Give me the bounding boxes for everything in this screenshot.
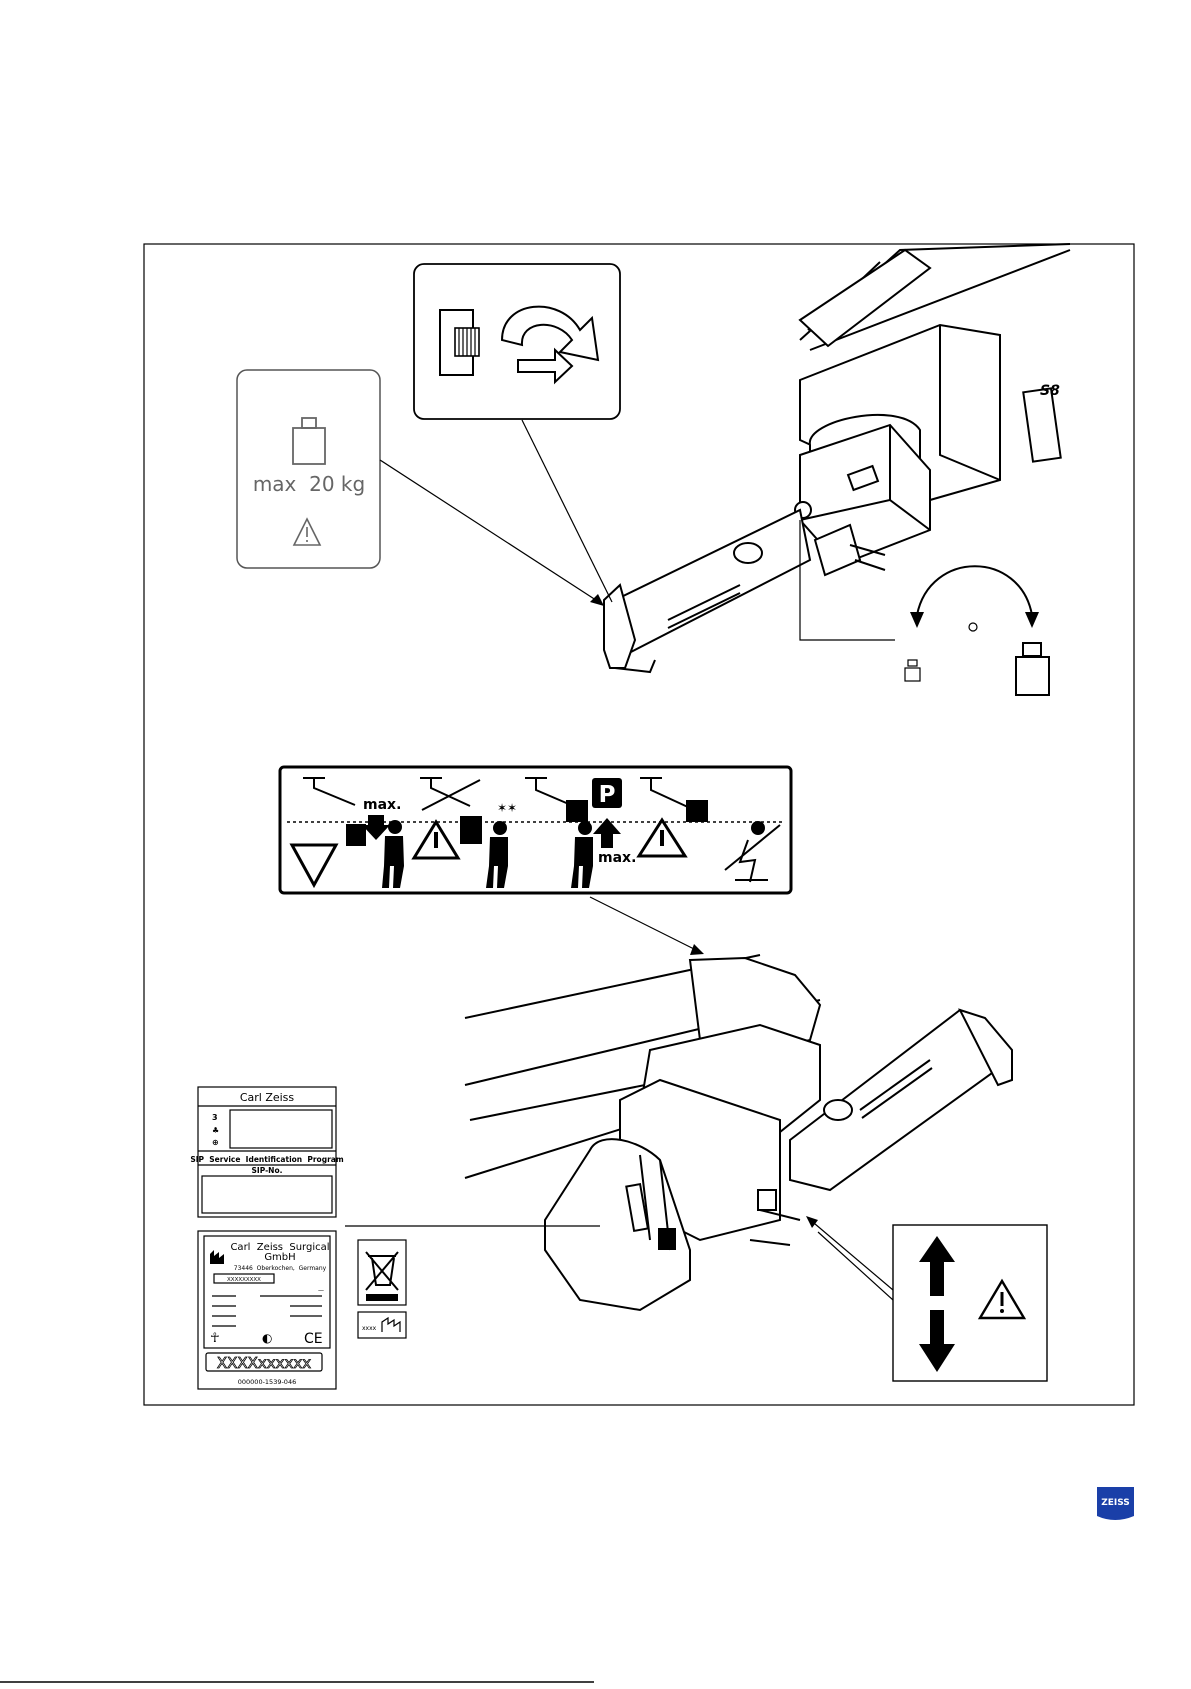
lift-warning-card xyxy=(893,1225,1047,1381)
svg-text:⊕: ⊕ xyxy=(212,1138,219,1147)
date-symbol-code: xxxx xyxy=(362,1325,377,1332)
knob-rotate-card xyxy=(414,264,620,419)
display-model-label: S8 xyxy=(1040,383,1060,399)
sip-number-label: SIP-No. xyxy=(252,1166,283,1175)
manufacture-date-icon: xxxx xyxy=(358,1312,406,1338)
rating-serial-box: XXXXxxxxxx xyxy=(217,1354,311,1372)
zeiss-logo-text: ZEISS xyxy=(1101,1498,1130,1508)
knob-icon xyxy=(440,310,479,375)
sip-title: SIP Service Identification Program xyxy=(190,1155,343,1164)
svg-text:♣: ♣ xyxy=(212,1126,219,1135)
rating-part-placeholder: XXXXXXXXX xyxy=(227,1277,261,1283)
weight-label-text: max 20 kg xyxy=(253,472,365,496)
svg-text:3: 3 xyxy=(212,1113,218,1122)
safety-pictogram-label: max. ✶✶ P max. xyxy=(280,767,791,893)
svg-text:◐: ◐ xyxy=(262,1331,272,1345)
safety-label-leader xyxy=(590,897,700,952)
upper-arm-drawing: S8 xyxy=(604,244,1070,672)
rating-ce-mark: CE xyxy=(304,1331,323,1347)
waste-bin-icon xyxy=(358,1240,406,1305)
lift-warning-leader xyxy=(808,1218,893,1300)
model-plate-manufacturer: Carl Zeiss xyxy=(240,1091,295,1104)
model-plate: Carl Zeiss 3 ♣ ⊕ SIP Service Identificat… xyxy=(190,1087,343,1217)
safety-max-bottom: max. xyxy=(598,850,636,866)
parking-letter: P xyxy=(599,782,616,808)
safety-max-top: max. xyxy=(363,797,401,813)
svg-text:—: — xyxy=(318,1287,324,1294)
weight-label-card: max 20 kg xyxy=(237,370,380,568)
rating-company-line2: GmbH xyxy=(264,1252,295,1263)
rating-order-number: 000000-1539-046 xyxy=(238,1378,296,1386)
person-symbol: ☥ xyxy=(210,1331,220,1346)
rating-address: 73446 Oberkochen, Germany xyxy=(234,1265,327,1272)
zeiss-logo: ZEISS xyxy=(1097,1487,1134,1520)
weight-adjust-symbol xyxy=(905,566,1049,695)
rating-plate: Carl Zeiss Surgical GmbH 73446 Oberkoche… xyxy=(198,1231,336,1389)
knob-card-leader xyxy=(522,420,612,602)
weight-label-leader xyxy=(380,460,602,604)
svg-text:✶✶: ✶✶ xyxy=(497,801,517,815)
